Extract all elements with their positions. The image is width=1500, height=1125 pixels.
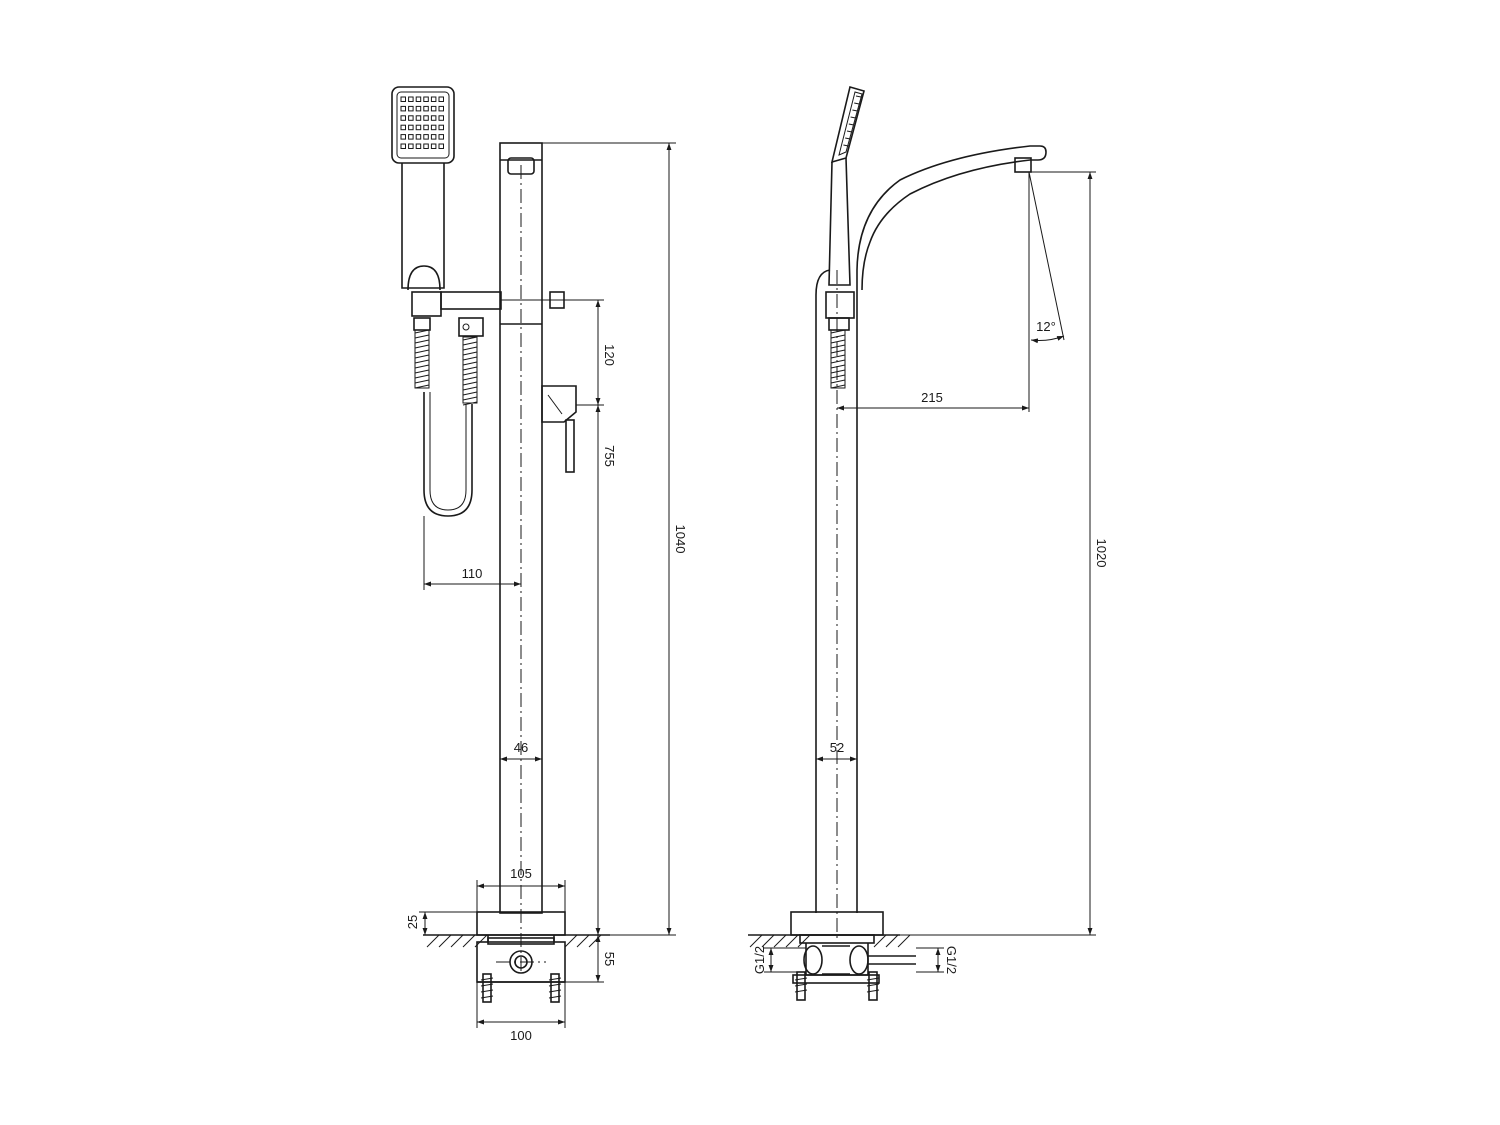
hose-right	[462, 336, 478, 406]
dim-spout-reach: 215	[921, 390, 943, 405]
side-view: 12° 215 1020 52 G1/2 G1/2	[748, 86, 1109, 1001]
hose-left	[414, 329, 430, 389]
front-view: 1040 120 755 55 110 46 105 25 100	[391, 86, 688, 1043]
dim-outlet-drop: 120	[602, 344, 617, 366]
dim-below-floor: 55	[602, 952, 617, 966]
dim-spout-angle: 12°	[1036, 319, 1056, 334]
screw-left	[480, 973, 494, 1003]
dim-inlet-right: G1/2	[944, 946, 959, 974]
dim-total-height: 1040	[673, 525, 688, 554]
shower-nozzles	[400, 96, 444, 149]
hand-shower	[391, 86, 455, 291]
floor-hatch	[426, 934, 602, 948]
floor-hatch-side	[749, 934, 911, 948]
dim-spout-height: 1020	[1094, 539, 1109, 568]
dim-side-column-width: 52	[830, 740, 844, 755]
screw-side-left	[794, 971, 808, 1001]
dim-base-height: 25	[405, 915, 420, 929]
dim-hose-offset: 110	[462, 566, 483, 581]
screw-side-right	[866, 971, 880, 1001]
dim-column-width: 46	[514, 740, 528, 755]
dim-base-width: 105	[510, 866, 532, 881]
dim-inlet-left: G1/2	[752, 946, 767, 974]
screw-right	[548, 973, 562, 1003]
dim-mixer-height: 755	[602, 445, 617, 467]
dim-box-width: 100	[510, 1028, 532, 1043]
hose-side	[830, 329, 846, 389]
hand-shower-side	[828, 86, 865, 286]
